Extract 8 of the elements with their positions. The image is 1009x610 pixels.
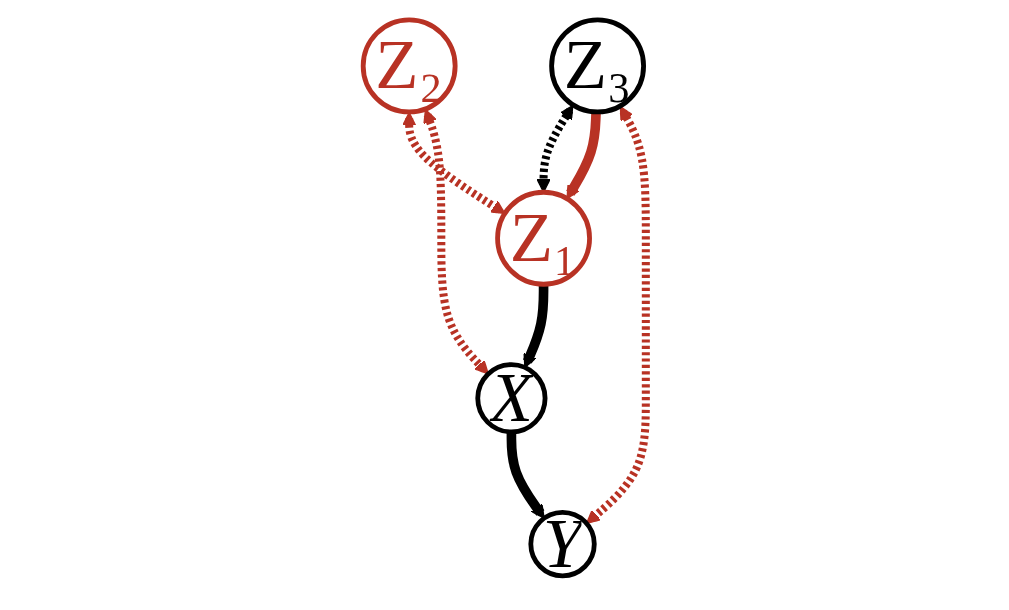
node-circle: Z₁ (495, 189, 592, 287)
arrow (506, 432, 545, 519)
node-circle: Z₃ (549, 17, 646, 115)
arrow (585, 105, 650, 524)
node-circle: X (475, 362, 548, 435)
node-circle: Z₂ (360, 17, 458, 115)
arrow (423, 108, 489, 375)
node-circle: Y (528, 509, 597, 579)
